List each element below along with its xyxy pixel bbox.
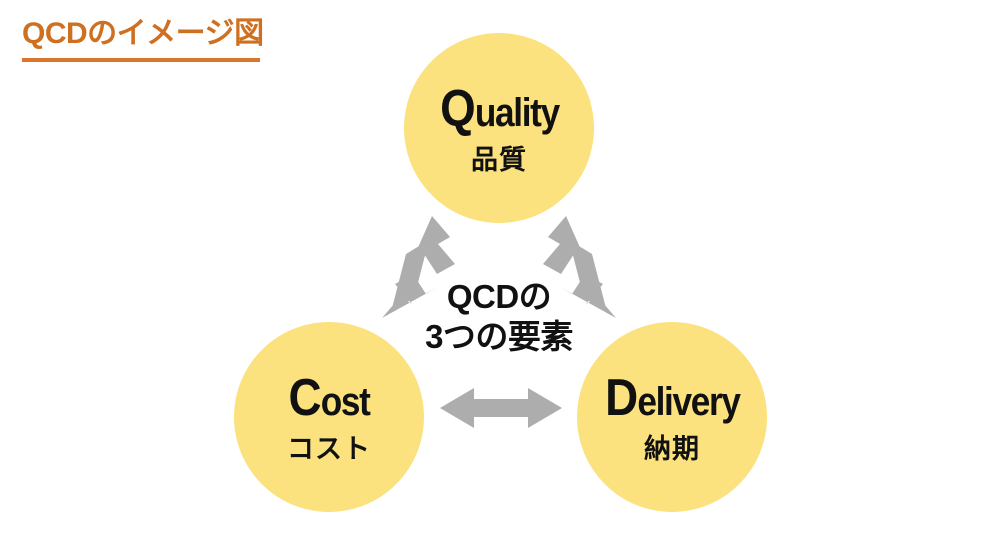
node-quality-initial: Q xyxy=(439,79,476,138)
node-delivery-label-jp: 納期 xyxy=(644,433,700,464)
center-label: QCDの 3つの要素 xyxy=(399,277,599,358)
center-label-line-2: 3つの要素 xyxy=(425,318,573,356)
node-quality-label-jp: 品質 xyxy=(471,144,527,175)
node-cost-label-rest: ost xyxy=(320,379,371,424)
title-underline xyxy=(22,58,260,62)
arrow-cost-delivery xyxy=(440,388,562,428)
node-quality-label-rest: uality xyxy=(474,90,559,135)
title-block: QCDのイメージ図 xyxy=(22,17,322,62)
center-label-line-1: QCDの xyxy=(446,278,552,315)
node-delivery-initial: D xyxy=(604,368,638,427)
node-cost-initial: C xyxy=(288,368,321,427)
page-title: QCDのイメージ図 xyxy=(22,17,264,50)
node-delivery-label-rest: elivery xyxy=(636,379,741,424)
node-cost-label-jp: コスト xyxy=(287,433,371,464)
